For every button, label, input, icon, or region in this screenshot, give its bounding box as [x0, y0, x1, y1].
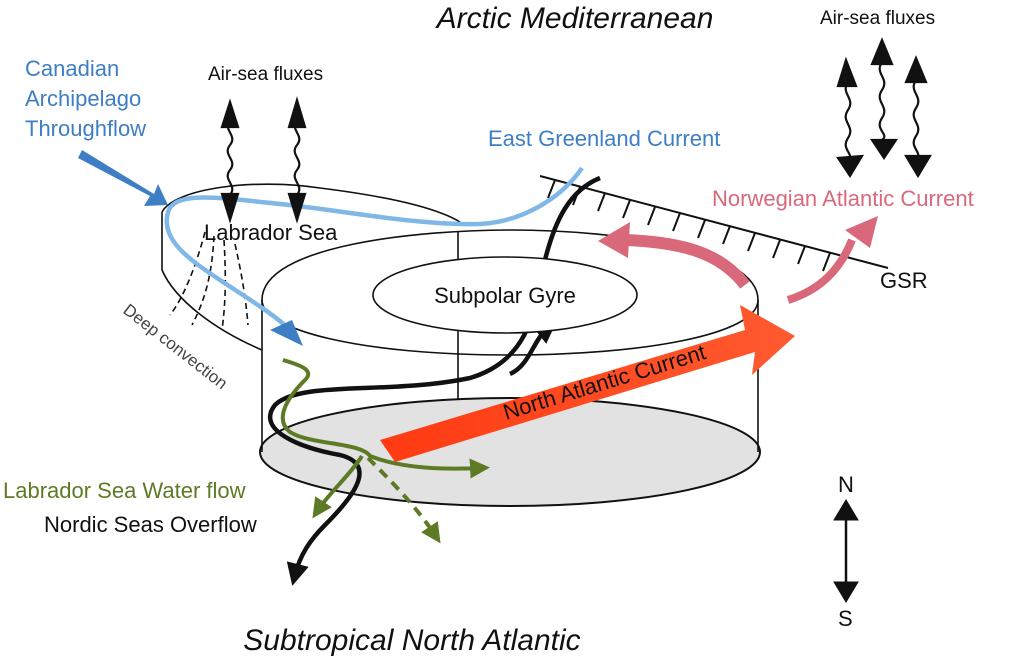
air-sea-flux-arrows-right	[836, 37, 932, 179]
basin-floor	[259, 397, 761, 507]
deep-convection-label: Deep convection	[120, 300, 231, 393]
norwegian-current-right-head	[845, 216, 878, 248]
labrador-sea-basin	[161, 183, 461, 351]
labrador-water-path	[280, 358, 490, 479]
gsr-label: GSR	[880, 268, 928, 293]
norwegian-current-right	[786, 238, 856, 304]
nordic-seas-overflow-label: Nordic Seas Overflow	[44, 512, 257, 537]
east-greenland-current-label: East Greenland Current	[488, 126, 720, 151]
north-label: N	[838, 472, 854, 497]
labrador-water-dashed	[366, 456, 441, 544]
east-greenland-current-path	[164, 166, 584, 332]
labrador-water-branch	[312, 454, 364, 519]
arctic-mediterranean-label: Arctic Mediterranean	[435, 2, 714, 35]
canadian-archipelago-label-1: Canadian	[25, 56, 119, 81]
south-label: S	[838, 606, 853, 631]
labrador-sea-label: Labrador Sea	[204, 220, 338, 245]
subpolar-gyre-ellipse	[372, 256, 638, 334]
norwegian-current-left-head	[598, 222, 630, 258]
east-greenland-arrowhead	[270, 320, 303, 346]
canadian-archipelago-label-2: Archipelago	[25, 86, 141, 111]
canadian-archipelago-arrow	[78, 150, 168, 206]
subtropical-label: Subtropical North Atlantic	[243, 624, 580, 657]
canadian-archipelago-label-3: Throughflow	[25, 116, 146, 141]
air-sea-flux-arrows-left	[220, 96, 307, 224]
air-sea-fluxes-left-label: Air-sea fluxes	[208, 64, 323, 85]
deep-convection-lines	[169, 231, 249, 331]
air-sea-fluxes-right-label: Air-sea fluxes	[820, 8, 935, 29]
norwegian-atlantic-current-label: Norwegian Atlantic Current	[712, 186, 974, 211]
subpolar-gyre-label: Subpolar Gyre	[434, 283, 576, 308]
north-atlantic-current-arrow	[380, 305, 795, 462]
norwegian-current-left	[624, 234, 750, 289]
labrador-sea-water-label: Labrador Sea Water flow	[3, 478, 246, 503]
north-south-compass	[833, 499, 859, 603]
